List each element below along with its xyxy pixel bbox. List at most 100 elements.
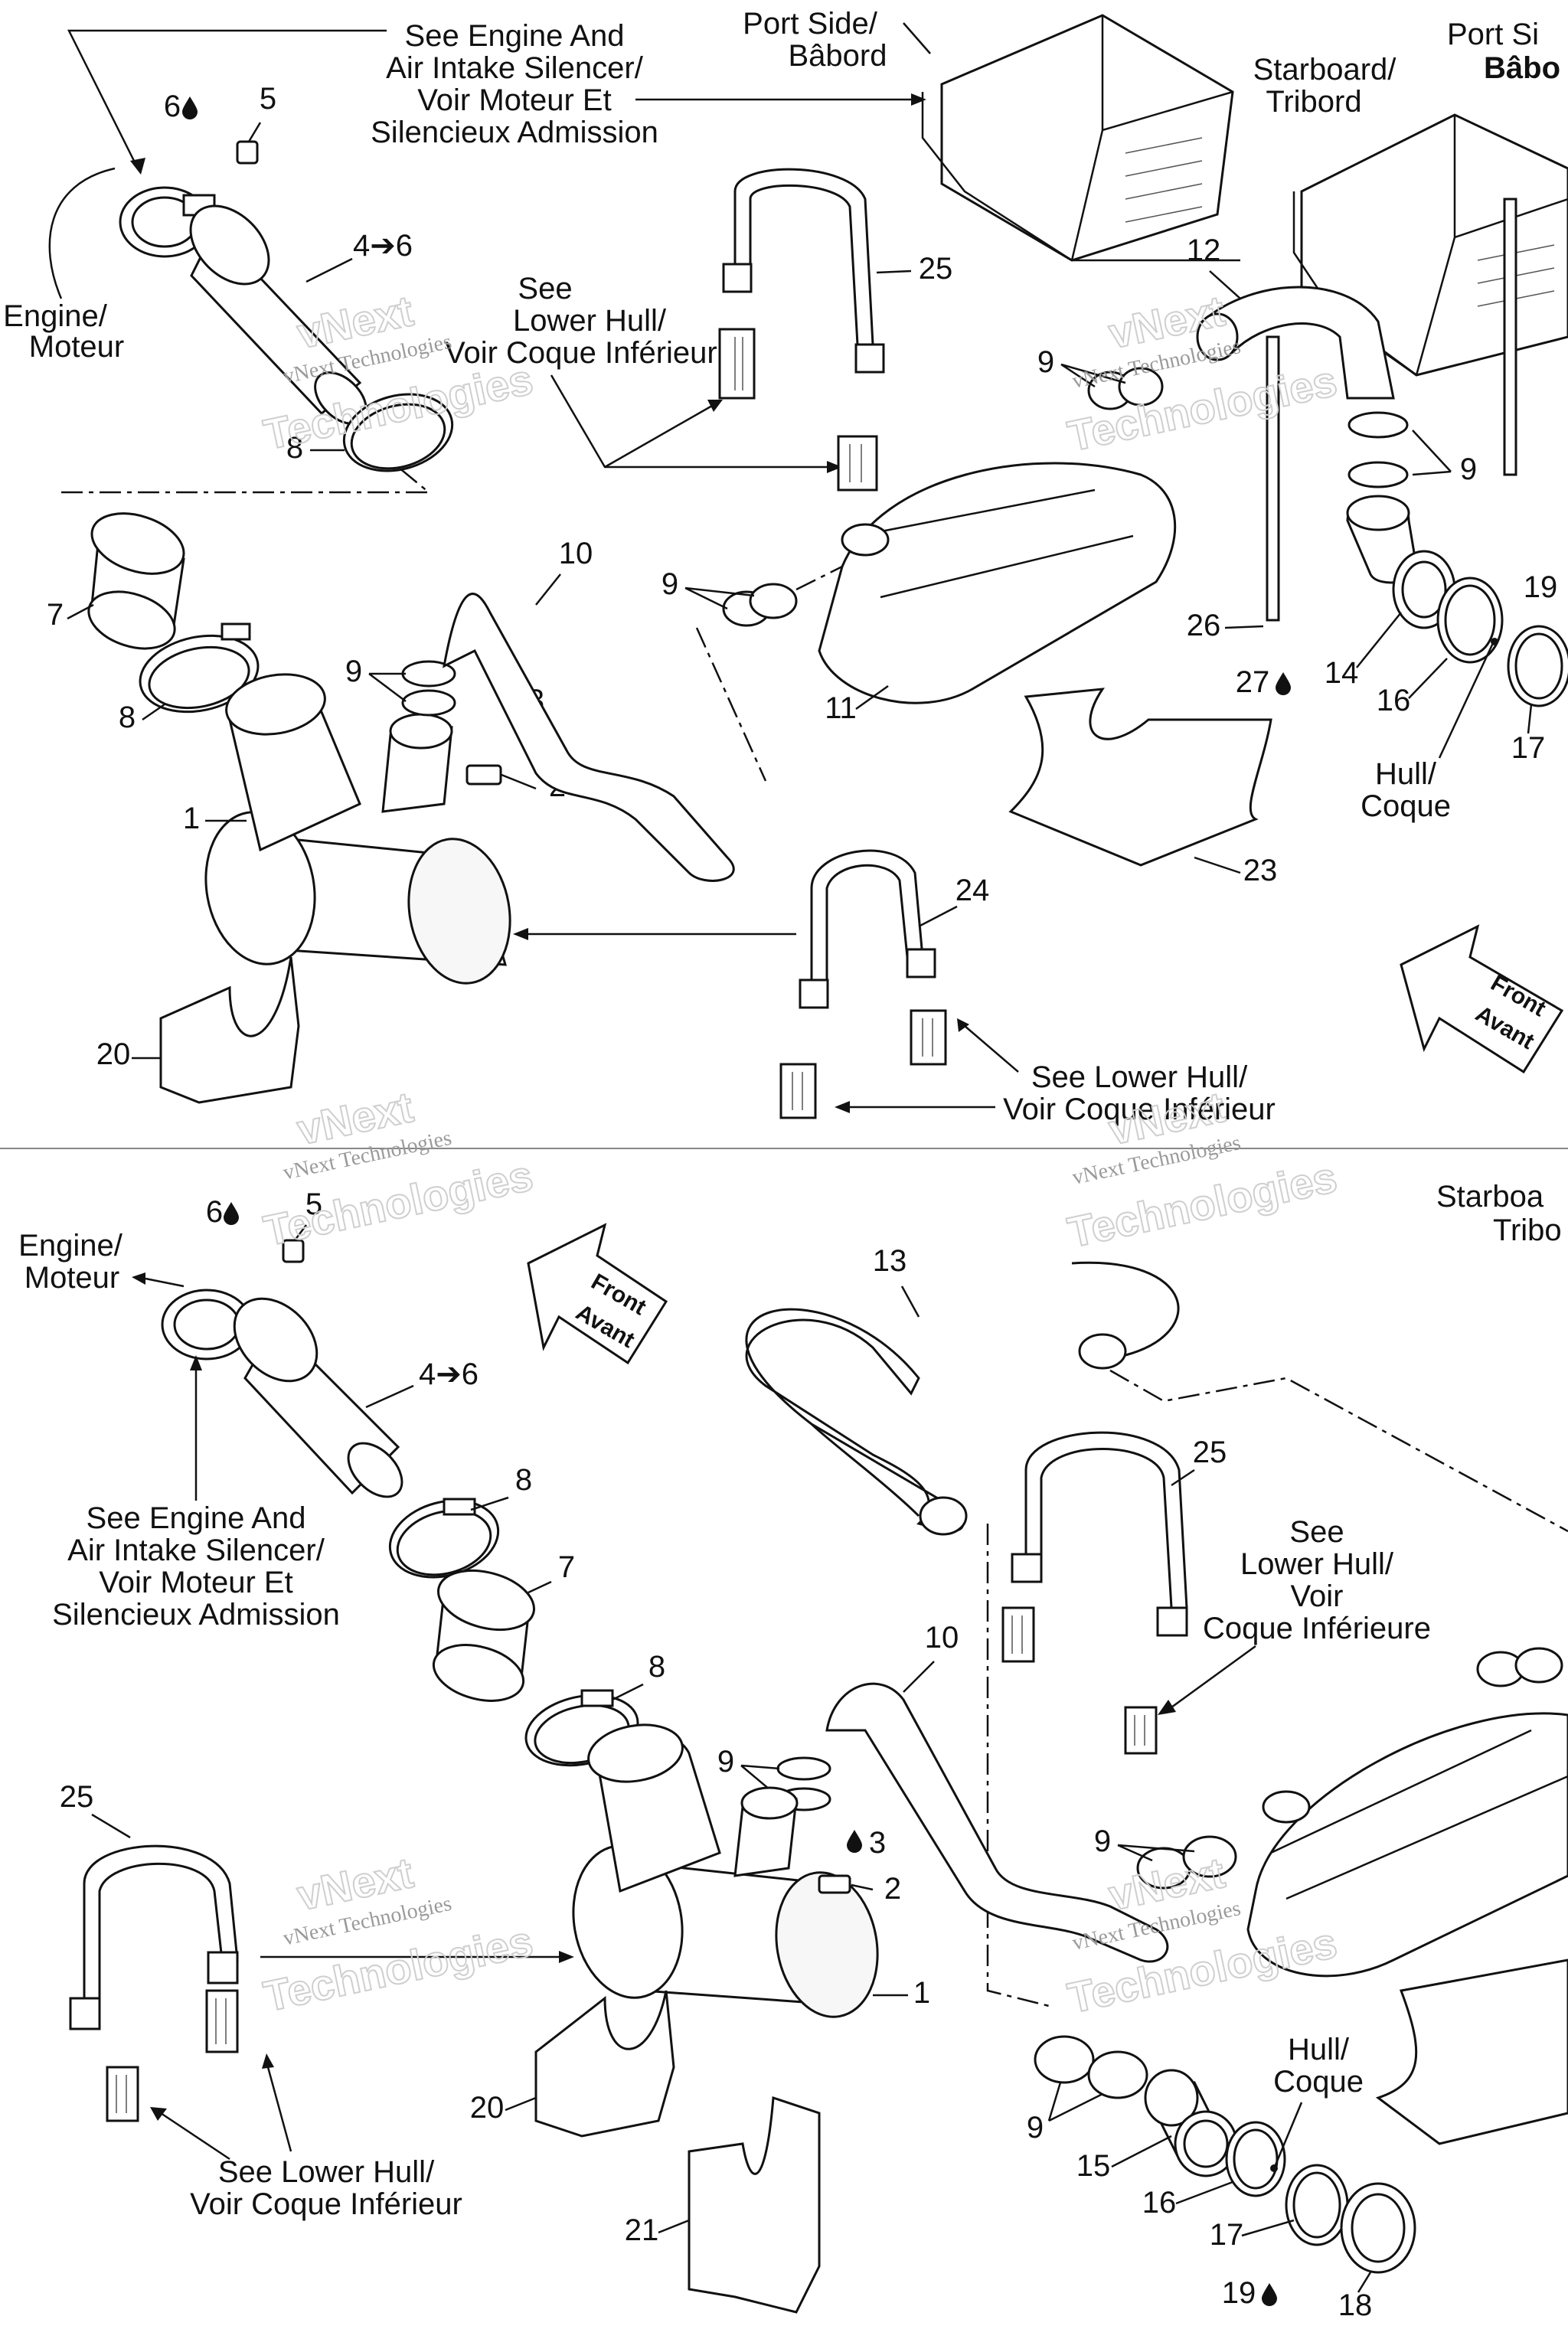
callout-27: 27 xyxy=(1236,665,1291,699)
leader-line xyxy=(1047,2082,1103,2122)
leader-line xyxy=(1209,270,1241,299)
ref-lower-hull-mid: See Lower Hull/ Voir Coque Inférieur xyxy=(835,1018,1276,1126)
part-20-cradle-bottom xyxy=(534,1990,675,2138)
callout-10: 10 xyxy=(925,1621,959,1655)
part-23-pad xyxy=(1008,688,1272,867)
leader-line xyxy=(903,22,931,54)
part-16-gasket xyxy=(1225,2121,1286,2197)
part-8-clamp xyxy=(342,393,454,472)
callout-7: 7 xyxy=(558,1550,575,1584)
engine-label: Moteur xyxy=(29,330,125,364)
bracket-top-c xyxy=(910,1009,947,1066)
callout-4: 4➔6 xyxy=(353,229,413,263)
watermark: vNext vNext Technologies Technologies xyxy=(259,1082,537,1256)
ref-lower-hull-top: See Lower Hull/ Voir Coque Inférieure xyxy=(445,272,842,473)
callout-number: 27 xyxy=(1236,665,1270,699)
part-11-resonator-bottom xyxy=(1246,1712,1568,1978)
leader-line xyxy=(1408,658,1448,699)
callout-16: 16 xyxy=(1142,2186,1177,2220)
callout-1: 1 xyxy=(183,802,200,835)
starboard-label: Tribo xyxy=(1493,1214,1562,1247)
hull-label: Hull/ xyxy=(1288,2033,1350,2066)
leader-line xyxy=(368,672,407,702)
ref-line: Voir Coque Inférieur xyxy=(1003,1093,1276,1126)
part-8-clamp-lower xyxy=(139,622,260,714)
callout-number: 19 xyxy=(1222,2276,1256,2310)
part-25-strap-right xyxy=(1011,1431,1188,1637)
part-4-tube-bottom xyxy=(233,1297,403,1498)
engine-label: Moteur xyxy=(24,1261,120,1295)
hull-label: Coque xyxy=(1361,789,1451,823)
ref-engine-intake-top: See Engine And Air Intake Silencer/ Voir… xyxy=(67,19,926,175)
ref-line: See xyxy=(518,272,572,305)
hull-label: Hull/ xyxy=(1375,757,1437,791)
callout-18: 18 xyxy=(1338,2288,1373,2322)
callout-6: 6 xyxy=(206,1195,239,1229)
starboard-label: Tribord xyxy=(1266,85,1361,119)
leader-line xyxy=(855,684,889,710)
leader-line xyxy=(1060,363,1126,388)
leader-line xyxy=(535,573,561,606)
leader-line xyxy=(876,270,912,274)
leader-line xyxy=(505,2096,537,2112)
ref-line: Silencieux Admission xyxy=(371,116,658,149)
part-11-resonator xyxy=(818,462,1177,704)
callout-9: 9 xyxy=(1460,452,1477,486)
ref-line: Air Intake Silencer/ xyxy=(386,51,644,85)
leader-line xyxy=(612,1683,644,1701)
leader-line xyxy=(48,167,116,299)
front-arrow-top: Front Avant xyxy=(1400,924,1564,1074)
port-side-label-right: Port Si xyxy=(1447,18,1539,51)
callout-9: 9 xyxy=(1037,345,1054,379)
callout-3: 3 xyxy=(847,1826,886,1860)
part-13-hose xyxy=(745,1261,1180,1536)
part-clamp-bottom xyxy=(161,1289,253,1361)
callout-24: 24 xyxy=(956,874,990,907)
hull-label: Coque xyxy=(1273,2065,1364,2099)
ref-lower-hull-right: See Lower Hull/ Voir Coque Inférieure xyxy=(1158,1515,1431,1715)
front-arrow-bottom: Front Avant xyxy=(527,1223,668,1365)
callout-1: 1 xyxy=(913,1976,930,2010)
leader-line xyxy=(903,1661,935,1693)
part-10-hose-bottom xyxy=(825,1682,1169,1963)
centerline xyxy=(795,565,843,591)
callout-16: 16 xyxy=(1377,684,1411,717)
centerline xyxy=(1109,1369,1568,1533)
callout-9: 9 xyxy=(662,567,678,601)
leader-line xyxy=(365,1384,414,1409)
centerline xyxy=(61,466,432,494)
ref-lower-hull-bottom: See Lower Hull/ Voir Coque Inférieur xyxy=(150,2053,462,2221)
bracket-top-d xyxy=(779,1063,817,1119)
ref-line: Voir Coque Inférieur xyxy=(190,2187,462,2221)
part-10-hose-top xyxy=(442,593,735,882)
callout-2: 2 xyxy=(884,1872,901,1906)
ref-line: Silencieux Admission xyxy=(52,1598,340,1632)
part-15-fitting xyxy=(1144,2069,1238,2177)
centerline xyxy=(986,1524,1050,2007)
leader-line xyxy=(528,1580,552,1594)
leader-line xyxy=(1171,1468,1195,1487)
callout-19: 19 xyxy=(1222,2276,1277,2310)
callout-number: 6 xyxy=(164,90,181,123)
leader-line xyxy=(91,1813,131,1839)
callout-8: 8 xyxy=(515,1463,532,1497)
callout-21: 21 xyxy=(625,2213,659,2247)
ref-line: Voir xyxy=(1291,1579,1344,1613)
callout-10: 10 xyxy=(559,537,593,570)
callout-4: 4➔6 xyxy=(419,1357,479,1391)
part-25-strap-top xyxy=(722,168,885,374)
leader-arrow xyxy=(145,1277,185,1288)
leader-line xyxy=(67,29,387,169)
top-panel: See Engine And Air Intake Silencer/ Voir… xyxy=(3,7,1568,1126)
leader-line xyxy=(1356,612,1402,668)
port-side-label: Port Side/ xyxy=(743,7,878,41)
leader-line xyxy=(1357,2272,1372,2293)
leader-line xyxy=(1438,642,1494,759)
starboard-silencer xyxy=(1292,113,1568,377)
part-9-clamps-mid xyxy=(722,583,798,627)
bottom-panel: Engine/ Moteur 6 5 4➔6 See Engine And xyxy=(18,1180,1568,2322)
leader-line xyxy=(900,1285,920,1318)
bracket-bottom-a xyxy=(1001,1606,1035,1663)
ref-line: See Lower Hull/ xyxy=(1031,1060,1248,1094)
